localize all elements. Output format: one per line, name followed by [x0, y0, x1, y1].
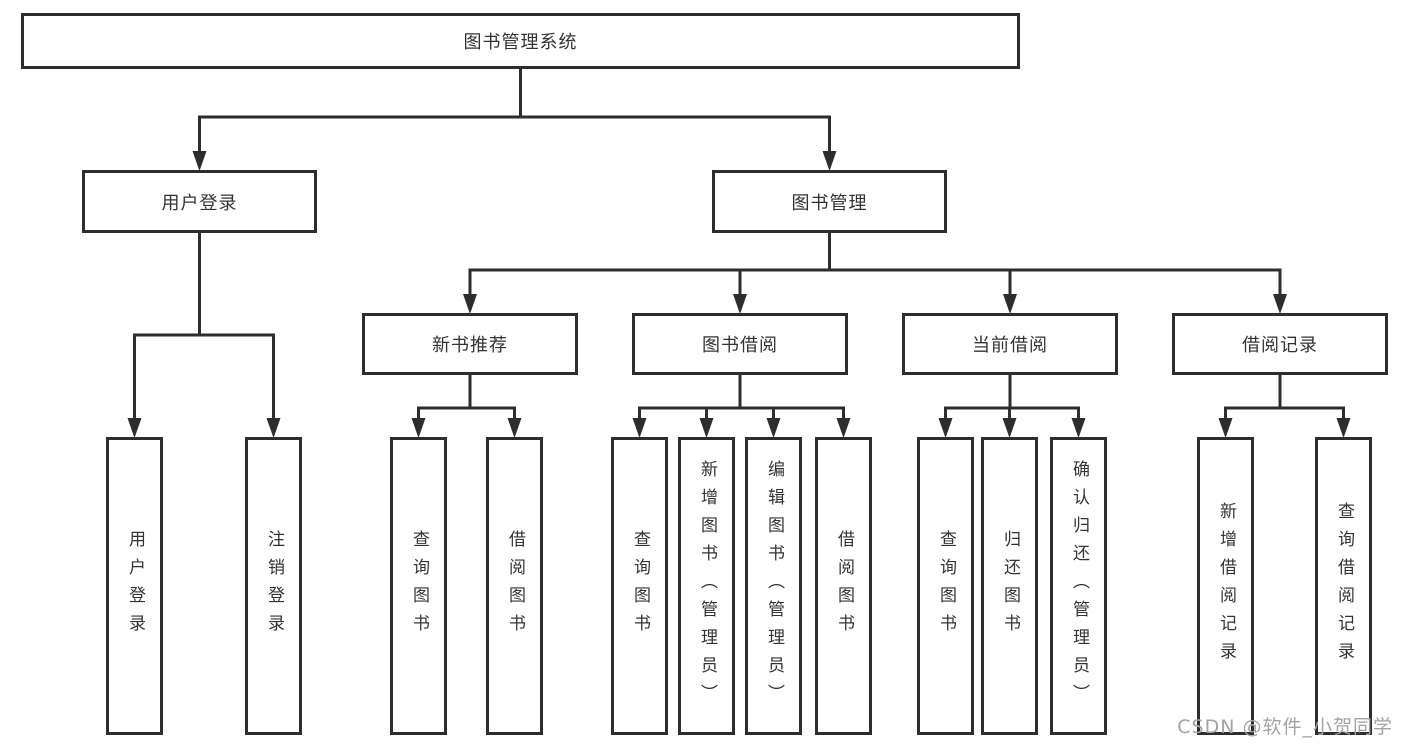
- leaf-return-book-label: 归还图书: [1000, 530, 1020, 642]
- node-root-label: 图书管理系统: [463, 32, 578, 53]
- leaf-query-borrow-record-label: 查询借阅记录: [1334, 502, 1354, 670]
- leaf-query-borrow-record: 查询借阅记录: [1315, 437, 1372, 735]
- leaf-borrow-edit-book: 编辑图书（管理员）: [745, 437, 802, 735]
- node-user-login-label: 用户登录: [161, 192, 238, 214]
- node-book-management: 图书管理: [712, 170, 947, 233]
- leaf-logout: 注销登录: [245, 437, 302, 735]
- leaf-borrow-edit-book-label: 编辑图书（管理员）: [764, 460, 784, 712]
- node-book-borrow-label: 图书借阅: [702, 335, 778, 356]
- leaf-logout-label: 注销登录: [264, 530, 284, 642]
- leaf-confirm-return: 确认归还（管理员）: [1050, 437, 1107, 735]
- node-book-management-label: 图书管理: [791, 192, 868, 214]
- leaf-return-book: 归还图书: [981, 437, 1038, 735]
- node-new-book-recommend-label: 新书推荐: [432, 335, 508, 356]
- leaf-user-login: 用户登录: [106, 437, 163, 735]
- leaf-borrow-book: 借阅图书: [815, 437, 872, 735]
- leaf-newbook-query: 查询图书: [390, 437, 447, 735]
- leaf-borrow-book-label: 借阅图书: [834, 530, 854, 642]
- node-current-borrow-label: 当前借阅: [972, 335, 1048, 356]
- node-book-borrow: 图书借阅: [632, 313, 848, 375]
- leaf-current-query: 查询图书: [917, 437, 974, 735]
- leaf-newbook-query-label: 查询图书: [409, 530, 429, 642]
- node-root: 图书管理系统: [21, 13, 1020, 69]
- leaf-add-borrow-record: 新增借阅记录: [1197, 437, 1254, 735]
- node-new-book-recommend: 新书推荐: [362, 313, 578, 375]
- node-borrow-records-label: 借阅记录: [1242, 335, 1318, 356]
- node-current-borrow: 当前借阅: [902, 313, 1118, 375]
- leaf-confirm-return-label: 确认归还（管理员）: [1069, 460, 1089, 712]
- leaf-current-query-label: 查询图书: [936, 530, 956, 642]
- csdn-watermark: CSDN @软件_小贺同学: [1177, 716, 1393, 738]
- leaf-borrow-query-label: 查询图书: [630, 530, 650, 642]
- leaf-add-borrow-record-label: 新增借阅记录: [1216, 502, 1236, 670]
- leaf-newbook-borrow: 借阅图书: [486, 437, 543, 735]
- leaf-borrow-add-book: 新增图书（管理员）: [678, 437, 735, 735]
- leaf-user-login-label: 用户登录: [125, 530, 145, 642]
- leaf-borrow-add-book-label: 新增图书（管理员）: [697, 460, 717, 712]
- leaf-borrow-query: 查询图书: [611, 437, 668, 735]
- leaf-newbook-borrow-label: 借阅图书: [505, 530, 525, 642]
- node-user-login: 用户登录: [82, 170, 317, 233]
- node-borrow-records: 借阅记录: [1172, 313, 1388, 375]
